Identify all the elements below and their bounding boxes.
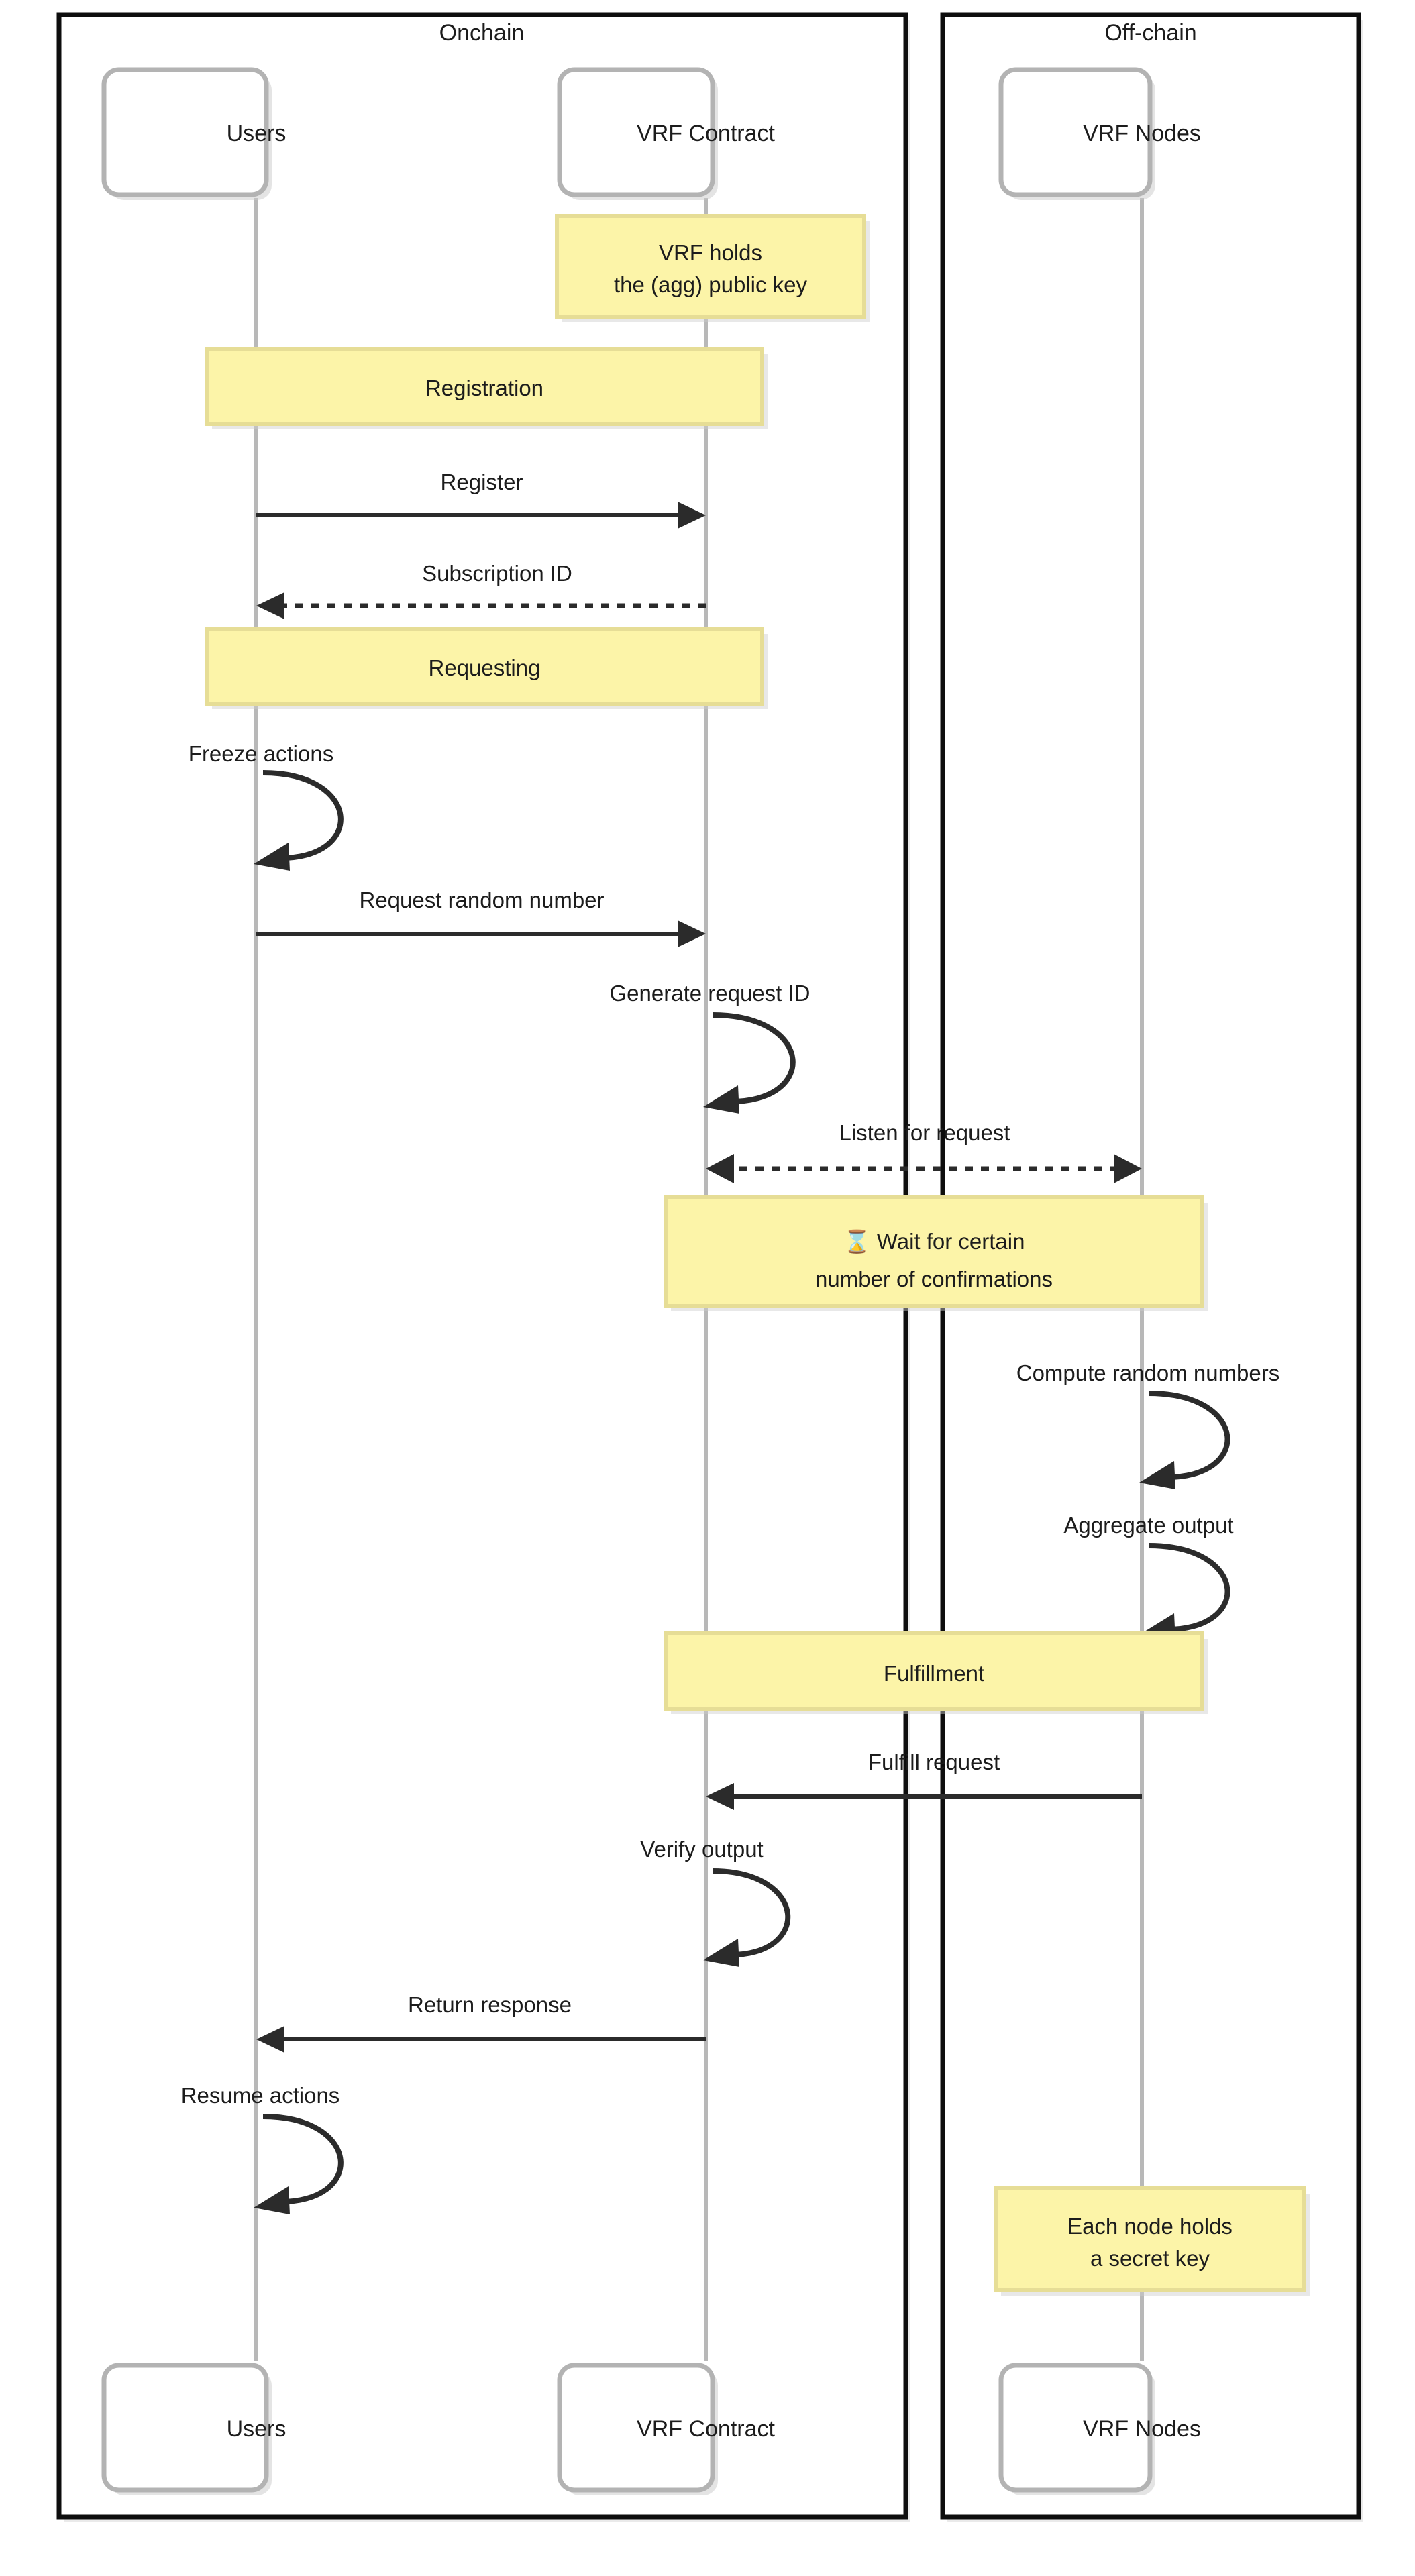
msg-generate-request-id-label: Generate request ID <box>610 981 810 1006</box>
phase-registration-label: Registration <box>425 376 543 400</box>
msg-register-label: Register <box>441 470 523 494</box>
note-vrf-public-key[interactable] <box>555 214 866 319</box>
phase-fulfillment-label: Fulfillment <box>884 1661 984 1686</box>
msg-listen-for-request-arrowhead-right-icon <box>1114 1154 1142 1183</box>
msg-compute-random-numbers-label: Compute random numbers <box>1016 1360 1280 1385</box>
phase-wait-confirmations[interactable] <box>664 1195 1204 1308</box>
msg-return-response-label: Return response <box>408 1992 572 2017</box>
msg-resume-actions-arrowhead-icon <box>254 2186 290 2214</box>
actor-vrf-nodes-top-label: VRF Nodes <box>1083 121 1201 146</box>
actor-vrf-nodes-bottom-label: VRF Nodes <box>1083 2416 1201 2442</box>
msg-subscription-id-arrowhead-icon <box>256 592 284 619</box>
actor-users-top-label: Users <box>227 121 286 146</box>
msg-subscription-id-label: Subscription ID <box>422 561 572 586</box>
msg-verify-output-label: Verify output <box>640 1837 763 1862</box>
actor-vrf-contract-bottom-label: VRF Contract <box>637 2416 775 2442</box>
msg-listen-for-request-arrowhead-left-icon <box>706 1154 734 1183</box>
msg-aggregate-output-label: Aggregate output <box>1063 1513 1233 1538</box>
msg-fulfill-request-arrowhead-icon <box>706 1783 734 1810</box>
msg-resume-actions-loop[interactable] <box>262 2114 344 2205</box>
note-vrf-public-key-line-1: VRF holds <box>659 240 762 265</box>
actor-vrf-nodes-top-box[interactable] <box>998 67 1153 197</box>
phase-requesting-label: Requesting <box>429 655 541 680</box>
msg-fulfill-request-label: Fulfill request <box>868 1750 1000 1774</box>
actor-users-bottom-label: Users <box>227 2416 286 2442</box>
msg-listen-for-request-label: Listen for request <box>839 1120 1010 1145</box>
actor-vrf-nodes-bottom-box[interactable] <box>998 2363 1153 2493</box>
onchain-frame-title: Onchain <box>439 20 525 46</box>
msg-compute-random-numbers-loop[interactable] <box>1148 1391 1230 1481</box>
actor-vrf-contract-top-box[interactable] <box>557 67 715 197</box>
actor-users-top-box[interactable] <box>101 67 269 197</box>
phase-wait-confirmations-line-2: number of confirmations <box>815 1267 1053 1291</box>
msg-verify-output-arrowhead-icon <box>703 1939 739 1967</box>
msg-request-random-number-label: Request random number <box>359 888 604 912</box>
phase-registration[interactable] <box>205 347 764 426</box>
actor-vrf-contract-bottom-box[interactable] <box>557 2363 715 2493</box>
msg-freeze-actions-arrowhead-icon <box>254 843 290 871</box>
msg-compute-random-numbers-arrowhead-icon <box>1139 1461 1175 1489</box>
phase-fulfillment[interactable] <box>664 1631 1204 1711</box>
msg-generate-request-id-loop[interactable] <box>712 1012 796 1105</box>
msg-register-arrowhead-icon <box>678 502 706 529</box>
phase-wait-confirmations-line-1: ⌛ Wait for certain <box>843 1229 1025 1254</box>
actor-vrf-contract-top-label: VRF Contract <box>637 121 775 146</box>
msg-freeze-actions-label: Freeze actions <box>189 741 333 766</box>
offchain-frame-title: Off-chain <box>1104 20 1196 46</box>
msg-return-response-arrowhead-icon <box>256 2026 284 2053</box>
msg-freeze-actions-loop[interactable] <box>262 770 344 861</box>
actor-users-bottom-box[interactable] <box>101 2363 269 2493</box>
msg-verify-output-loop[interactable] <box>712 1868 791 1958</box>
note-each-node-secret-key-line-2: a secret key <box>1090 2246 1210 2271</box>
msg-aggregate-output-loop[interactable] <box>1148 1543 1230 1633</box>
phase-requesting[interactable] <box>205 627 764 706</box>
note-vrf-public-key-line-2: the (agg) public key <box>614 272 807 297</box>
msg-resume-actions-label: Resume actions <box>181 2083 340 2108</box>
msg-request-random-number-arrowhead-icon <box>678 920 706 947</box>
msg-generate-request-id-arrowhead-icon <box>703 1085 739 1114</box>
note-each-node-secret-key-line-1: Each node holds <box>1067 2214 1233 2239</box>
note-each-node-secret-key[interactable] <box>994 2186 1306 2292</box>
